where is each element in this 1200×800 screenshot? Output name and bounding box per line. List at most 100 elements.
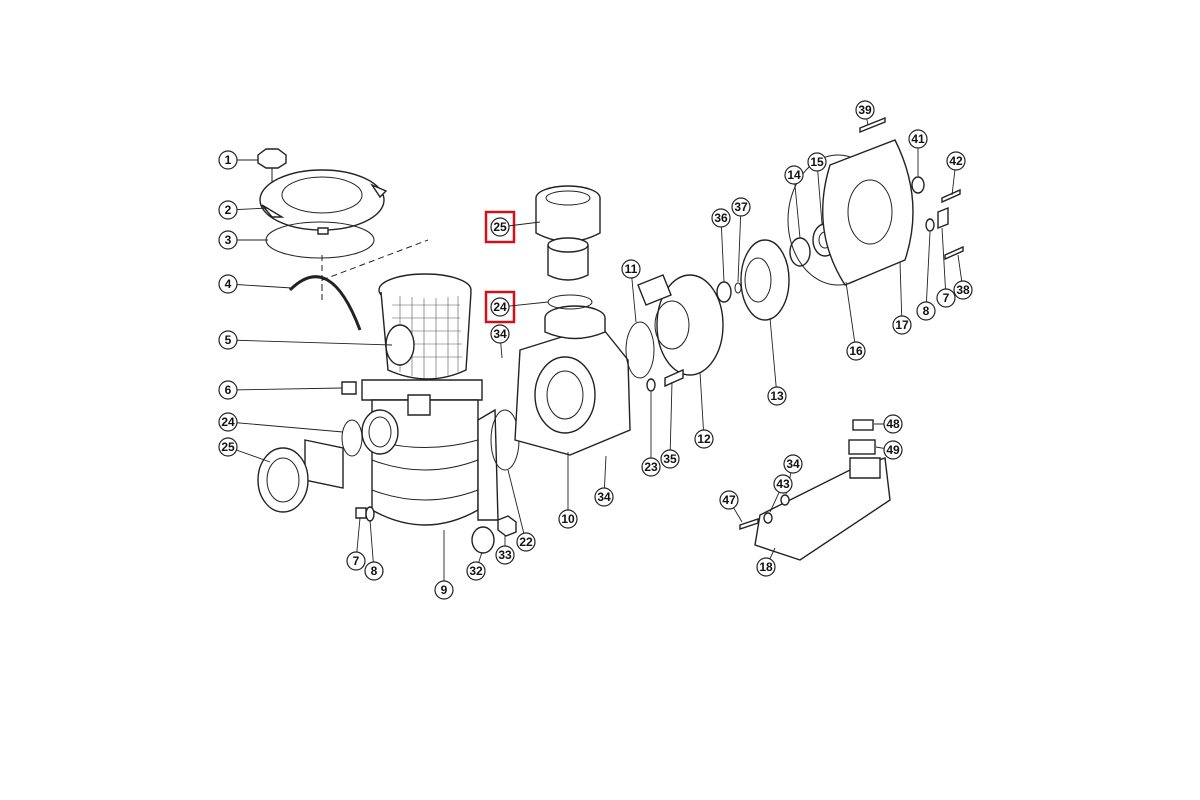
- highlight-box-24: [484, 290, 516, 324]
- plug-part: [471, 526, 495, 554]
- callout-label: 17: [895, 318, 909, 332]
- leader-line: [720, 217, 725, 283]
- callout-circle: [218, 150, 238, 170]
- callout-8: 8: [916, 231, 936, 321]
- lid-part: [259, 169, 388, 235]
- callout-label: 25: [493, 220, 507, 234]
- callout-16: 16: [845, 281, 866, 361]
- callout-label: 34: [493, 327, 507, 341]
- callout-label: 47: [722, 493, 736, 507]
- callout-circle: [908, 129, 928, 149]
- callout-label: 41: [911, 132, 925, 146]
- union-nut-part: [257, 439, 344, 513]
- callout-circle: [936, 288, 956, 308]
- callout-label: 49: [886, 443, 900, 457]
- callout-7: 7: [346, 517, 366, 571]
- callout-24: 24: [490, 297, 549, 317]
- callout-circle: [694, 429, 714, 449]
- callout-circle: [756, 557, 776, 577]
- callout-1: 1: [218, 150, 258, 170]
- callout-circle: [767, 386, 787, 406]
- union-nut-top-part: [535, 185, 601, 281]
- callout-5: 5: [218, 330, 393, 350]
- callout-circle: [434, 580, 454, 600]
- lid-knob-part: [257, 148, 287, 190]
- callout-3: 3: [218, 230, 268, 250]
- leader-line: [899, 261, 903, 326]
- leader-line: [227, 283, 293, 289]
- impeller-part: [740, 239, 790, 321]
- callout-label: 36: [714, 211, 728, 225]
- callout-label: 32: [469, 564, 483, 578]
- diffuser-part: [637, 274, 724, 376]
- callout-label: 9: [441, 583, 448, 597]
- callout-38: 38: [953, 254, 973, 300]
- callout-label: 25: [221, 440, 235, 454]
- callout-label: 11: [625, 262, 638, 276]
- callout-label: 43: [776, 477, 790, 491]
- callout-circle: [490, 324, 510, 344]
- callout-label: 23: [644, 460, 658, 474]
- callout-label: 2: [225, 203, 232, 217]
- callout-circle: [490, 217, 510, 237]
- callout-circle: [711, 208, 731, 228]
- callout-24: 24: [218, 412, 344, 433]
- callout-label: 34: [786, 457, 800, 471]
- callout-circle: [846, 341, 866, 361]
- callout-circle: [218, 230, 238, 250]
- leader-line: [699, 371, 705, 440]
- callout-label: 14: [787, 168, 801, 182]
- callout-25: 25: [490, 217, 541, 237]
- callout-circle: [855, 100, 875, 120]
- callout-37: 37: [731, 197, 751, 283]
- callout-23: 23: [641, 392, 661, 477]
- callout-circle: [784, 165, 804, 185]
- callout-15: 15: [807, 152, 827, 225]
- callout-label: 8: [923, 304, 930, 318]
- callout-label: 7: [943, 291, 950, 305]
- callout-circle: [218, 380, 238, 400]
- callout-circle: [495, 545, 515, 565]
- callout-circle: [641, 457, 661, 477]
- pump-base-part: [754, 457, 891, 561]
- callout-label: 6: [225, 383, 232, 397]
- callout-circle: [719, 490, 739, 510]
- callout-label: 4: [225, 277, 232, 291]
- callout-circle: [218, 200, 238, 220]
- strainer-housing-part: [361, 379, 499, 526]
- callout-circle: [953, 280, 973, 300]
- callout-4: 4: [218, 274, 293, 294]
- callout-circle: [558, 509, 578, 529]
- callout-8: 8: [364, 519, 384, 581]
- callout-circle: [218, 330, 238, 350]
- callout-circle: [621, 259, 641, 279]
- callout-label: 34: [597, 490, 611, 504]
- callout-circle: [364, 561, 384, 581]
- callout-42: 42: [946, 151, 966, 196]
- callout-circle: [346, 551, 366, 571]
- callout-7: 7: [936, 227, 956, 308]
- callout-17: 17: [892, 261, 912, 335]
- callout-2: 2: [218, 200, 269, 220]
- callout-circle: [807, 152, 827, 172]
- motor-flange-part: [822, 139, 914, 286]
- callout-label: 33: [498, 548, 512, 562]
- leader-line: [941, 227, 947, 299]
- leader-line: [669, 381, 673, 460]
- callout-32: 32: [466, 551, 486, 581]
- callout-13: 13: [767, 317, 787, 406]
- callout-label: 10: [561, 512, 575, 526]
- callout-label: 42: [949, 154, 963, 168]
- callout-label: 37: [734, 200, 748, 214]
- leader-line: [845, 281, 857, 352]
- leader-line: [925, 231, 931, 312]
- callout-43: 43: [769, 474, 793, 513]
- callout-18: 18: [756, 547, 776, 577]
- callout-circle: [892, 315, 912, 335]
- leader-line: [227, 421, 344, 433]
- callout-circle: [773, 474, 793, 494]
- callout-34: 34: [490, 324, 510, 359]
- union-oring-part: [341, 419, 363, 457]
- callout-49: 49: [875, 440, 903, 460]
